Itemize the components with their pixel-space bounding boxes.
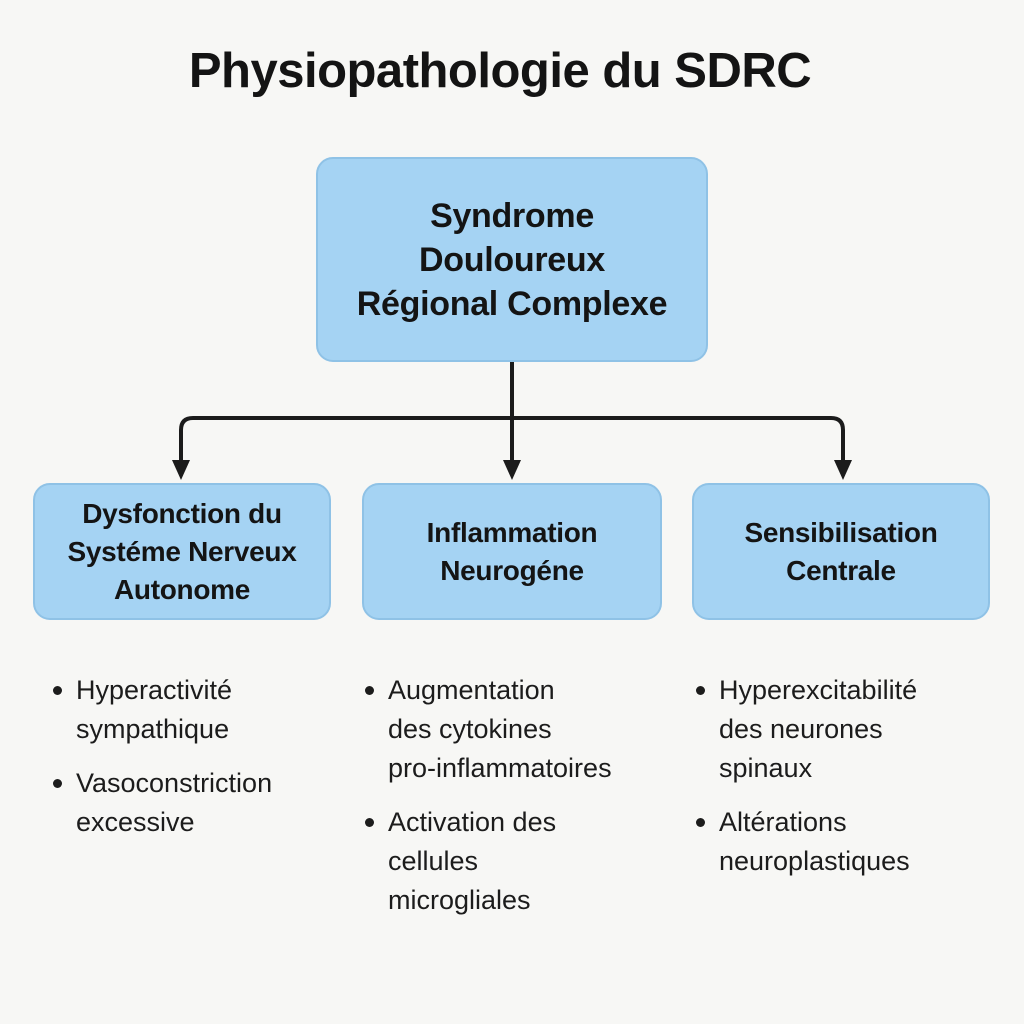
branch-node-line: Systéme Nerveux [67, 535, 297, 567]
root-node-line: Syndrome [430, 196, 594, 235]
list-item: Hyperexcitabilité des neurones spinaux [696, 671, 1006, 788]
branch-node-line: Centrale [786, 554, 896, 586]
bullet-dot-icon [365, 686, 374, 695]
bullet-text-line: sympathique [76, 714, 230, 744]
bullet-text-line: cellules [388, 846, 479, 876]
bullet-text-line: neuroplastiques [719, 846, 910, 876]
branch-node-sensitization: Sensibilisation Centrale [692, 483, 990, 620]
bullet-list-inflammation: Augmentation des cytokines pro-inflammat… [365, 671, 670, 935]
root-node-line: Douloureux [419, 240, 605, 279]
branch-node-line: Sensibilisation [744, 516, 938, 548]
branch-node-line: Inflammation [426, 516, 598, 548]
bullet-text-line: spinaux [719, 753, 813, 783]
bullet-text: Altérations neuroplastiques [719, 803, 1006, 881]
list-item: Altérations neuroplastiques [696, 803, 1006, 881]
connector-branch-line [179, 416, 845, 461]
bullet-text-line: Vasoconstriction [76, 768, 273, 798]
bullet-text-line: Activation des [388, 807, 557, 837]
bullet-dot-icon [696, 818, 705, 827]
bullet-text-line: des neurones [719, 714, 883, 744]
bullet-text-line: Augmentation [388, 675, 555, 705]
bullet-text-line: Hyperexcitabilité [719, 675, 918, 705]
branch-node-line: Neurogéne [440, 554, 584, 586]
bullet-dot-icon [53, 686, 62, 695]
branch-node-line: Autonome [113, 573, 251, 605]
list-item: Augmentation des cytokines pro-inflammat… [365, 671, 670, 788]
bullet-text-line: microgliales [388, 885, 531, 915]
arrowhead-left-icon [172, 460, 190, 480]
arrowhead-center-icon [503, 460, 521, 480]
list-item: Hyperactivité sympathique [53, 671, 353, 749]
branch-node-autonomic: Dysfonction du Systéme Nerveux Autonome [33, 483, 331, 620]
branch-node-inflammation: Inflammation Neurogéne [362, 483, 662, 620]
list-item: Activation des cellules microgliales [365, 803, 670, 920]
root-node: Syndrome Douloureux Régional Complexe [316, 157, 708, 362]
bullet-text-line: Hyperactivité [76, 675, 233, 705]
bullet-text: Activation des cellules microgliales [388, 803, 670, 920]
bullet-text-line: des cytokines [388, 714, 552, 744]
bullet-text: Hyperexcitabilité des neurones spinaux [719, 671, 1006, 788]
branch-node-line: Dysfonction du [82, 497, 282, 529]
root-node-line: Régional Complexe [356, 284, 668, 323]
bullet-text-line: pro-inflammatoires [388, 753, 612, 783]
bullet-list-sensitization: Hyperexcitabilité des neurones spinaux A… [696, 671, 1006, 896]
bullet-text: Vasoconstriction excessive [76, 764, 353, 842]
bullet-text-line: Altérations [719, 807, 847, 837]
bullet-dot-icon [365, 818, 374, 827]
bullet-text: Hyperactivité sympathique [76, 671, 353, 749]
bullet-dot-icon [696, 686, 705, 695]
bullet-text-line: excessive [76, 807, 195, 837]
bullet-dot-icon [53, 779, 62, 788]
arrowhead-right-icon [834, 460, 852, 480]
diagram-title: Physiopathologie du SDRC [188, 44, 812, 98]
bullet-list-autonomic: Hyperactivité sympathique Vasoconstricti… [53, 671, 353, 857]
list-item: Vasoconstriction excessive [53, 764, 353, 842]
bullet-text: Augmentation des cytokines pro-inflammat… [388, 671, 670, 788]
